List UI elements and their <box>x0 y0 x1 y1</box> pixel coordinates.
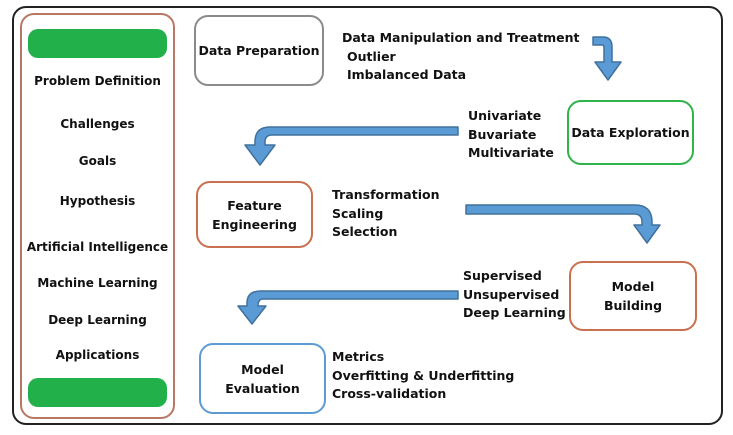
detail-line: Deep Learning <box>463 305 566 320</box>
detail-line: Multivariate <box>468 145 554 160</box>
detail-line: Cross-validation <box>332 386 447 401</box>
detail-line: Selection <box>332 224 398 239</box>
sidebar-item-artificial-intelligence: Artificial Intelligence <box>26 240 169 254</box>
arrow-feature-to-building <box>465 204 661 244</box>
sidebar-top-bar <box>28 29 167 58</box>
sidebar-panel <box>20 13 175 419</box>
details-model-building: Supervised Unsupervised Deep Learning <box>463 267 566 323</box>
arrow-exploration-to-feature <box>244 126 459 166</box>
detail-line: Univariate <box>468 108 542 123</box>
detail-line: Transformation <box>332 187 440 202</box>
stage-box-data-preparation: Data Preparation <box>194 15 324 86</box>
stage-label-feature-engineering: Feature Engineering <box>212 197 297 232</box>
stage-label-model-evaluation: Model Evaluation <box>225 361 300 396</box>
sidebar-item-goals: Goals <box>78 154 117 168</box>
stage-box-feature-engineering: Feature Engineering <box>196 181 313 248</box>
details-data-exploration: Univariate Buvariate Multivariate <box>468 107 554 163</box>
details-model-evaluation: Metrics Overfitting & Underfitting Cross… <box>332 348 514 404</box>
detail-line: Overfitting & Underfitting <box>332 367 515 383</box>
diagram-frame <box>12 6 723 425</box>
detail-line: Buvariate <box>468 126 537 142</box>
stage-label-data-exploration: Data Exploration <box>571 125 690 140</box>
sidebar-bottom-bar <box>28 378 167 407</box>
stage-label-data-preparation: Data Preparation <box>198 43 320 58</box>
arrow-building-to-evaluation <box>237 290 459 325</box>
sidebar-item-challenges: Challenges <box>60 117 135 131</box>
details-data-preparation: Data Manipulation and Treatment Outlier … <box>342 29 580 85</box>
details-feature-engineering: Transformation Scaling Selection <box>332 186 440 242</box>
detail-line: Outlier <box>347 48 396 64</box>
detail-line: Metrics <box>332 349 385 364</box>
detail-line: Unsupervised <box>463 286 560 302</box>
detail-line: Imbalanced Data <box>347 67 467 82</box>
detail-line: Scaling <box>332 205 384 221</box>
sidebar-item-machine-learning: Machine Learning <box>37 276 158 290</box>
detail-line: Data Manipulation and Treatment <box>342 30 580 45</box>
stage-box-data-exploration: Data Exploration <box>567 100 694 165</box>
sidebar-item-deep-learning: Deep Learning <box>48 313 147 327</box>
stage-box-model-evaluation: Model Evaluation <box>199 343 326 414</box>
sidebar-item-problem-definition: Problem Definition <box>34 74 161 88</box>
stage-label-model-building: Model Building <box>603 279 663 313</box>
arrow-prep-to-exploration <box>592 36 622 81</box>
sidebar-item-applications: Applications <box>55 348 140 362</box>
sidebar-item-hypothesis: Hypothesis <box>59 194 136 208</box>
detail-line: Supervised <box>463 268 542 283</box>
stage-box-model-building: Model Building <box>569 261 697 331</box>
